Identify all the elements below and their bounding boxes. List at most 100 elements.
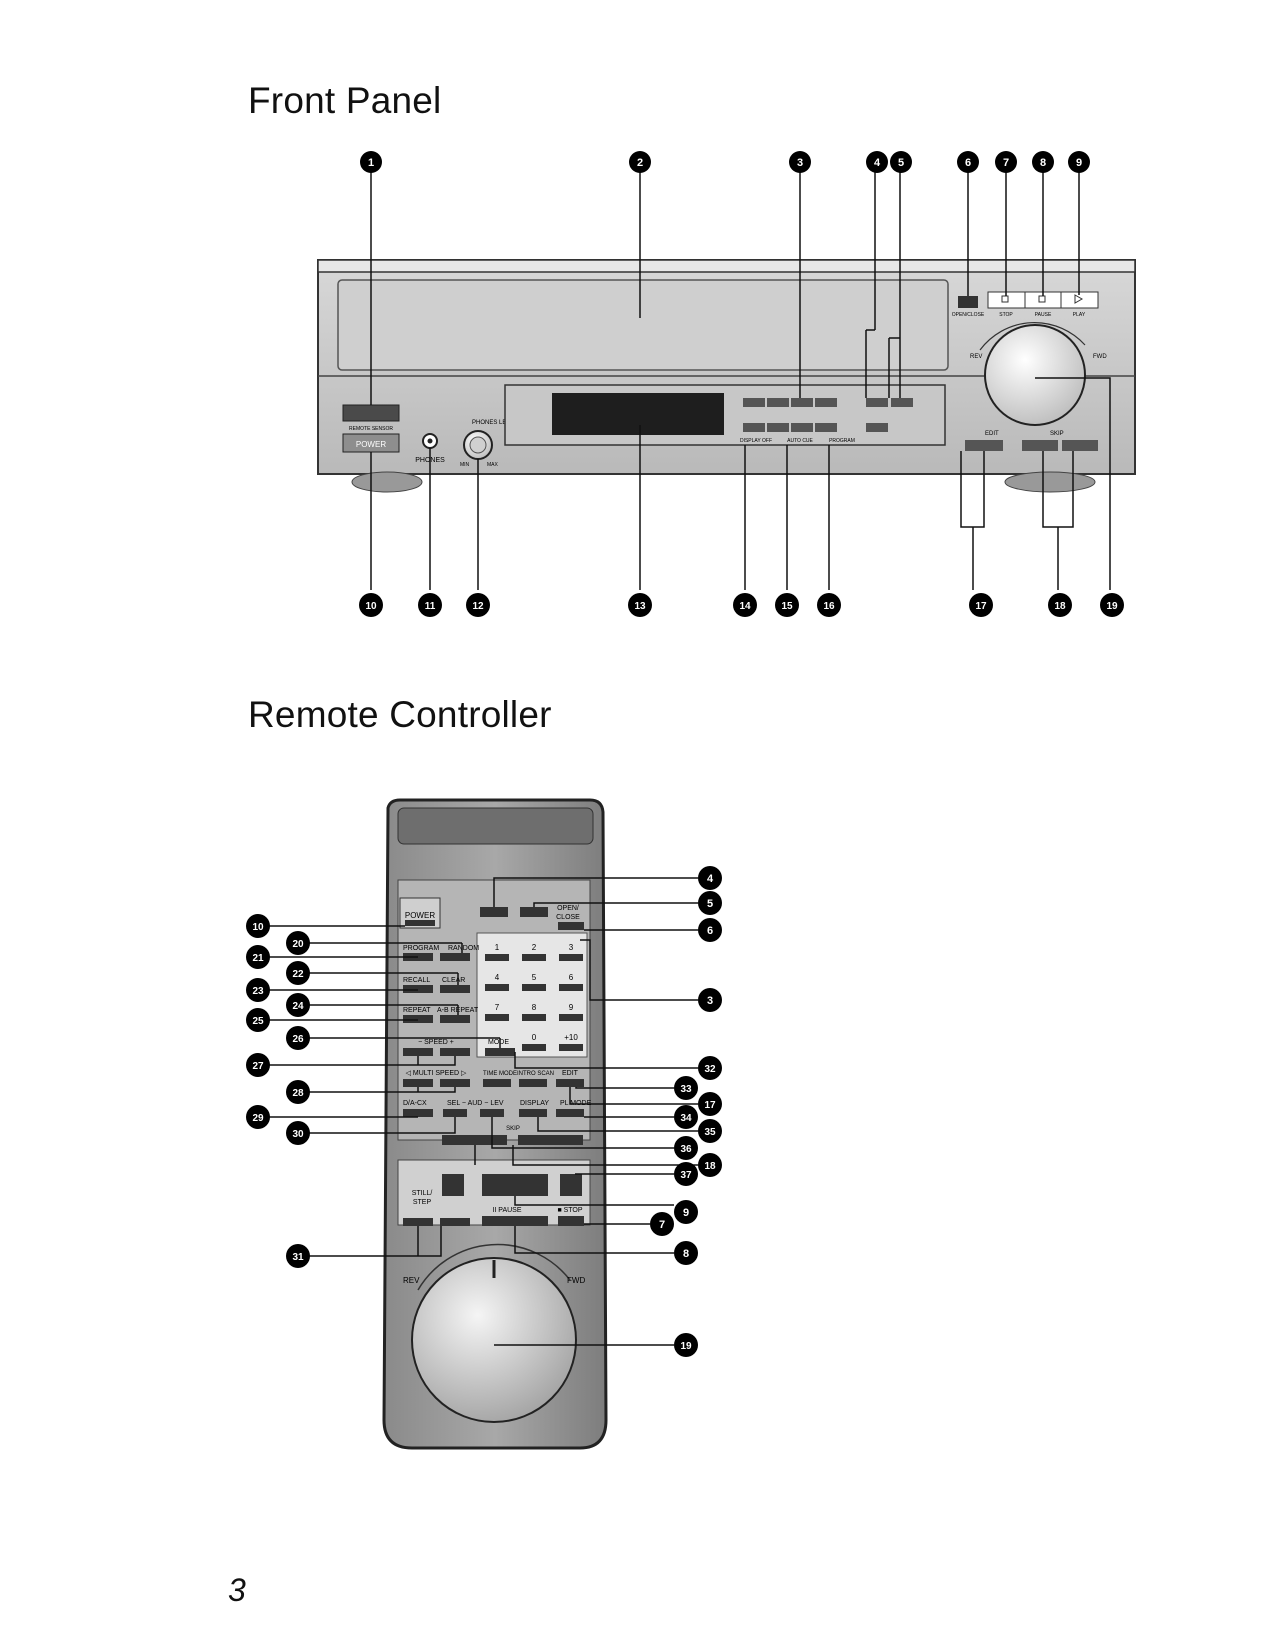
rc-callout-18: 18	[698, 1153, 722, 1177]
display-label: DISPLAY	[520, 1100, 549, 1107]
rc-callout-27: 27	[246, 1053, 270, 1077]
multi-speed-label: ◁ MULTI SPEED ▷	[406, 1070, 467, 1077]
remote-mode-button[interactable]	[485, 1048, 515, 1056]
remote-dacx-button[interactable]	[403, 1109, 433, 1117]
svg-text:14: 14	[739, 601, 751, 612]
min-label: MIN	[460, 462, 470, 468]
remote-random-button[interactable]	[440, 953, 470, 961]
svg-text:7: 7	[659, 1219, 665, 1231]
remote-skip-forward-button[interactable]	[518, 1135, 583, 1145]
key-6-label: 6	[569, 973, 574, 982]
callout-13: 13	[628, 593, 652, 617]
svg-text:18: 18	[704, 1161, 716, 1172]
rc-callout-30: 30	[286, 1121, 310, 1145]
open-close-label-1: OPEN/	[557, 905, 579, 912]
remote-ab-repeat-button[interactable]	[440, 1015, 470, 1023]
remote-multi-speed-rev-button[interactable]	[403, 1079, 433, 1087]
remote-step-back-button[interactable]	[403, 1218, 433, 1226]
remote-level-minus-button[interactable]	[443, 1109, 467, 1117]
remote-step-fwd-button[interactable]	[440, 1218, 470, 1226]
open-close-button[interactable]	[958, 296, 978, 308]
key-3-label: 3	[569, 943, 574, 952]
pause-button[interactable]	[1038, 295, 1046, 303]
sel-aud-lev-label: SEL − AUD − LEV	[447, 1100, 504, 1107]
remote-edit-button[interactable]	[556, 1079, 584, 1087]
rc-callout-26: 26	[286, 1026, 310, 1050]
skip-forward-button[interactable]	[1062, 440, 1098, 451]
program-label: PROGRAM	[829, 438, 855, 444]
svg-text:28: 28	[292, 1088, 304, 1099]
power-label: POWER	[356, 440, 386, 449]
svg-text:15: 15	[781, 601, 793, 612]
remote-clear-button[interactable]	[440, 985, 470, 993]
cd-a-button[interactable]	[866, 398, 888, 407]
remote-level-plus-button[interactable]	[480, 1109, 504, 1117]
remote-pause-label: II PAUSE	[492, 1207, 521, 1214]
front-callouts-top: 1 2 3 4 5 6 7 8 9	[360, 151, 1090, 173]
svg-text:5: 5	[898, 157, 904, 169]
remote-stop-button[interactable]	[558, 1216, 584, 1226]
rc-callout-35: 35	[698, 1119, 722, 1143]
remote-pause-button[interactable]	[482, 1216, 548, 1226]
svg-text:18: 18	[1054, 601, 1066, 612]
remote-cd-a-button[interactable]	[480, 907, 508, 917]
key-4-label: 4	[495, 973, 500, 982]
svg-text:17: 17	[975, 601, 987, 612]
remote-edit-label: EDIT	[562, 1070, 579, 1077]
callout-15: 15	[775, 593, 799, 617]
play-button[interactable]	[1074, 294, 1084, 304]
numeric-key-buttons[interactable]	[743, 398, 888, 432]
remote-intro-scan-button[interactable]	[519, 1079, 547, 1087]
rc-callout-33: 33	[674, 1076, 698, 1100]
remote-cd-b-button[interactable]	[520, 907, 548, 917]
callout-16: 16	[817, 593, 841, 617]
svg-text:9: 9	[1076, 157, 1082, 169]
clear-label: CLEAR	[442, 977, 465, 984]
rc-callout-22: 22	[286, 961, 310, 985]
remote-search-rev-button[interactable]	[442, 1174, 464, 1196]
remote-play-button[interactable]	[482, 1174, 548, 1196]
svg-text:8: 8	[683, 1248, 689, 1260]
remote-repeat-button[interactable]	[403, 1015, 433, 1023]
callout-12: 12	[466, 593, 490, 617]
remote-speed-plus-button[interactable]	[440, 1048, 470, 1056]
remote-multi-speed-fwd-button[interactable]	[440, 1079, 470, 1087]
ab-repeat-label: A-B REPEAT	[437, 1007, 479, 1014]
rc-callout-25: 25	[246, 1008, 270, 1032]
remote-speed-minus-button[interactable]	[403, 1048, 433, 1056]
remote-number-keys[interactable]: 1 2 3 4 5 6 7 8 9 0 +10	[485, 943, 583, 1051]
svg-text:10: 10	[252, 922, 264, 933]
svg-text:1: 1	[368, 157, 374, 169]
remote-power-label: POWER	[405, 911, 435, 920]
page-number: 3	[228, 1572, 246, 1608]
remote-display-button[interactable]	[519, 1109, 547, 1117]
remote-jog-dial[interactable]	[411, 1257, 577, 1423]
remote-search-fwd-button[interactable]	[560, 1174, 582, 1196]
remote-skip-back-button[interactable]	[442, 1135, 507, 1145]
remote-recall-button[interactable]	[403, 985, 433, 993]
callout-18: 18	[1048, 593, 1072, 617]
remote-power-button[interactable]	[405, 920, 435, 926]
skip-back-button[interactable]	[1022, 440, 1058, 451]
remote-play-mode-button[interactable]	[556, 1109, 584, 1117]
svg-text:26: 26	[292, 1034, 304, 1045]
jog-shuttle-dial[interactable]	[984, 324, 1086, 426]
key-1-label: 1	[495, 943, 500, 952]
remote-open-close-button[interactable]	[558, 922, 584, 930]
remote-program-button[interactable]	[403, 953, 433, 961]
rc-callout-3: 3	[698, 988, 722, 1012]
auto-cue-label: AUTO CUE	[787, 438, 813, 444]
svg-text:12: 12	[472, 601, 484, 612]
stop-button[interactable]	[1001, 295, 1009, 303]
callout-10: 10	[359, 593, 383, 617]
remote-rev-label: REV	[403, 1276, 420, 1285]
rc-callout-37: 37	[674, 1162, 698, 1186]
svg-text:29: 29	[252, 1113, 264, 1124]
remote-time-mode-button[interactable]	[483, 1079, 511, 1087]
rc-callout-10: 10	[246, 914, 270, 938]
rc-callout-28: 28	[286, 1080, 310, 1104]
svg-text:34: 34	[680, 1113, 692, 1124]
cd-b-button[interactable]	[891, 398, 913, 407]
edit-button[interactable]	[965, 440, 1003, 451]
svg-text:17: 17	[704, 1100, 716, 1111]
